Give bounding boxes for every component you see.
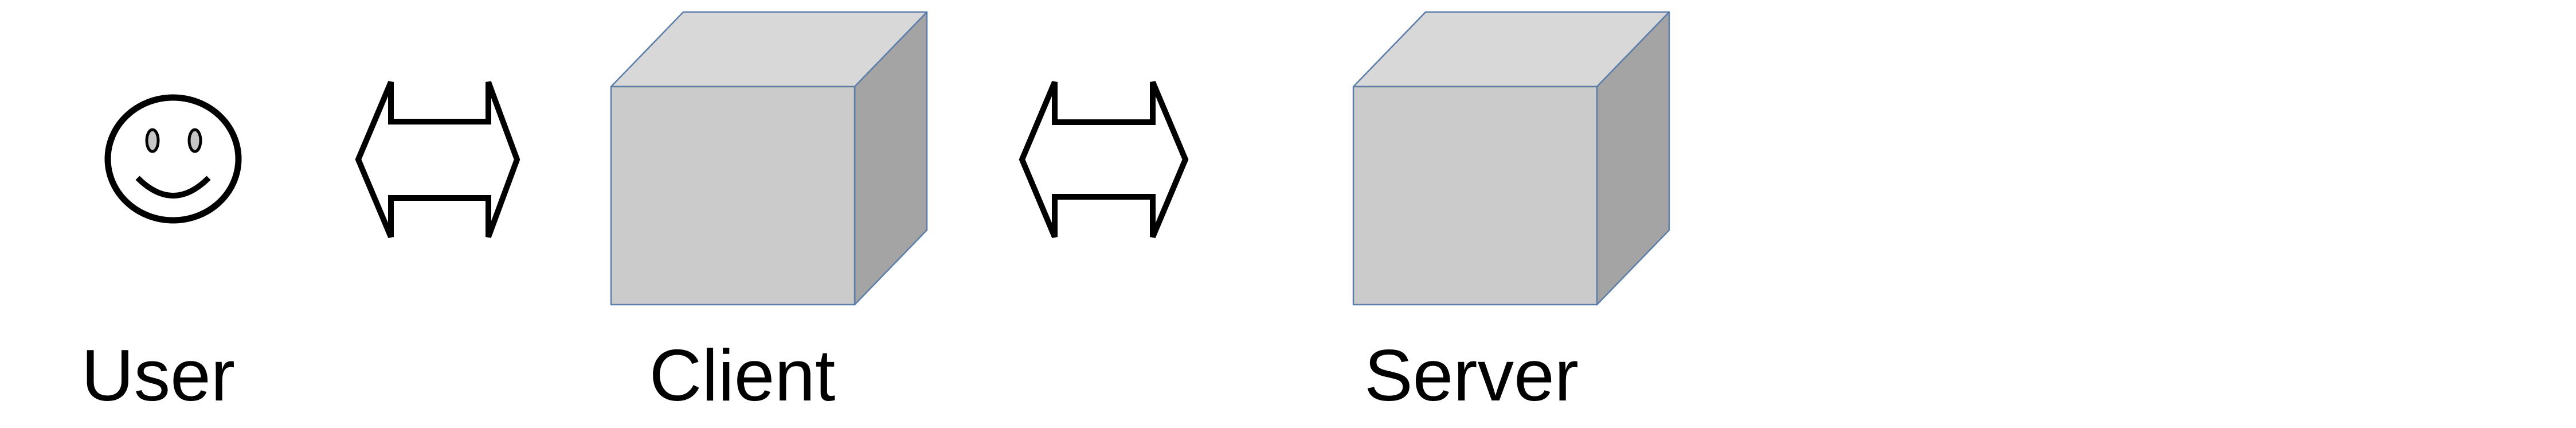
smiley-face-icon (104, 94, 242, 224)
double-arrow-icon-user-client (355, 81, 520, 238)
smiley-mouth (135, 176, 211, 199)
cube-icon-client (610, 11, 928, 306)
cube-icon-server (1352, 11, 1670, 306)
smiley-head (104, 94, 242, 224)
node-label-client: Client (649, 334, 836, 416)
node-label-user: User (81, 334, 236, 416)
double-arrow-icon-client-server (1019, 81, 1189, 238)
cube-front-face (1352, 85, 1598, 306)
smiley-left-eye (145, 128, 160, 153)
node-label-server: Server (1364, 334, 1579, 416)
smiley-right-eye (187, 128, 202, 153)
cube-front-face (610, 85, 856, 306)
